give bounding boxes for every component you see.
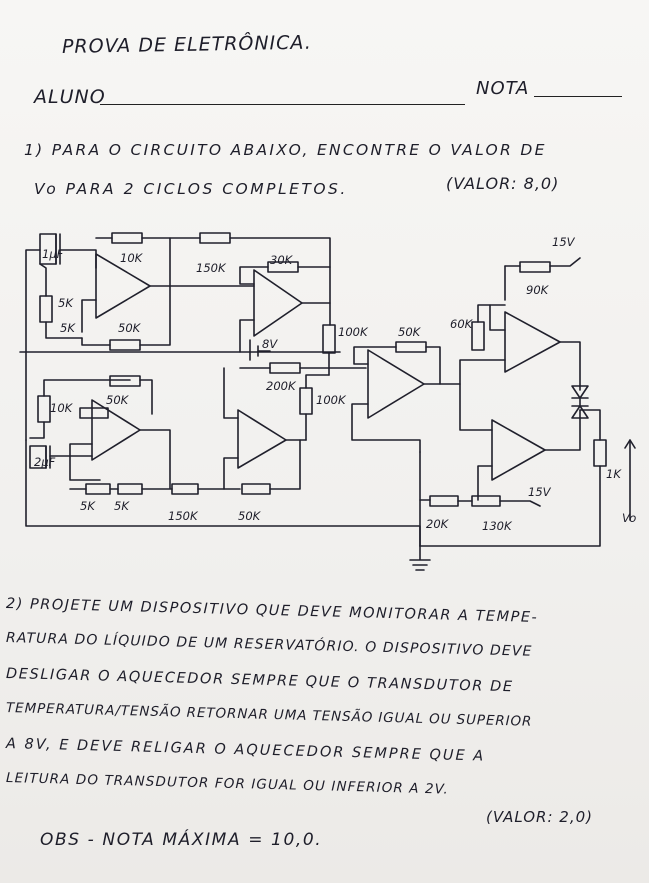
- opamp-6: [504, 311, 561, 373]
- label-c1: 1μF: [42, 247, 64, 261]
- label-r100k-a: 100K: [338, 325, 369, 339]
- label-v8: 8V: [262, 337, 278, 351]
- question2-value: (VALOR: 2,0): [486, 808, 594, 826]
- label-c2: 2μF: [34, 455, 56, 469]
- label-r50k-c: 50K: [106, 393, 130, 407]
- label-r50k-a: 50K: [118, 321, 142, 335]
- label-v15-top: 15V: [552, 235, 576, 249]
- grade-line: [534, 96, 622, 97]
- label-v15-bot: 15V: [528, 485, 552, 499]
- label-r10k-b: 10K: [50, 401, 74, 415]
- label-r30k: 30K: [270, 253, 294, 267]
- label-r5k-b: 5K: [60, 321, 76, 335]
- opamp-3: [91, 399, 141, 461]
- student-label: ALUNO: [34, 86, 106, 108]
- label-r20k: 20K: [426, 517, 450, 531]
- opamp-1: [95, 253, 151, 319]
- label-r90k: 90K: [526, 283, 550, 297]
- label-r200k: 200K: [266, 379, 297, 393]
- label-r50k-b: 50K: [398, 325, 422, 339]
- student-name-line: [100, 104, 465, 105]
- label-r5k-d: 5K: [114, 499, 130, 513]
- grade-label: NOTA: [476, 78, 530, 99]
- label-r10k-top: 10K: [120, 251, 144, 265]
- label-vo: Vo: [622, 511, 636, 525]
- question1-value: (VALOR: 8,0): [446, 174, 560, 193]
- label-r50k-d: 50K: [238, 509, 262, 523]
- question1-line1: 1) PARA O CIRCUITO ABAIXO, ENCONTRE O VA…: [24, 141, 547, 159]
- label-r150k-a: 150K: [196, 261, 227, 275]
- opamp-7: [491, 419, 546, 481]
- opamp-5: [367, 349, 425, 419]
- label-r60k: 60K: [450, 317, 474, 331]
- label-r130k: 130K: [482, 519, 513, 533]
- opamp-2: [253, 269, 303, 337]
- footer-note: OBS - NOTA MÁXIMA = 10,0.: [40, 830, 323, 850]
- label-r5k-a: 5K: [58, 296, 74, 310]
- label-r100k-b: 100K: [316, 393, 347, 407]
- label-r150k-b: 150K: [168, 509, 199, 523]
- question1-line2: Vo PARA 2 CICLOS COMPLETOS.: [34, 180, 348, 198]
- label-r5k-c: 5K: [80, 499, 96, 513]
- opamp-4: [237, 409, 287, 469]
- label-r1k: 1K: [606, 467, 622, 481]
